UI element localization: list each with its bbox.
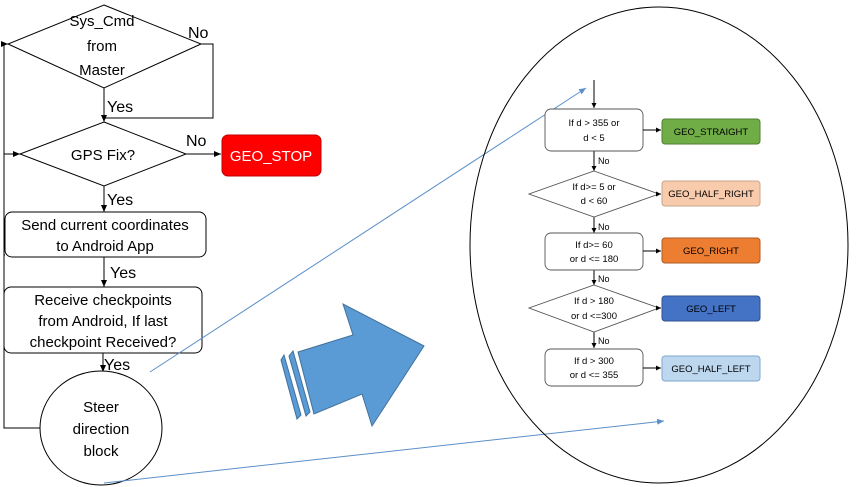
cond5-text-1: If d > 300 [574,356,614,367]
cond4-text-1: If d > 180 [574,296,614,307]
cond2-text-2: d < 60 [581,196,608,207]
no-label-r2: No [598,222,610,232]
geo-left-box [661,295,761,322]
receive-text-1: Receive checkpoints [34,292,172,309]
receive-text-3: checkpoint Received? [30,334,177,351]
geo-half-left-text: GEO_HALF_LEFT [671,364,750,375]
sys-cmd-text-2: from [87,38,117,55]
geo-half-right-text: GEO_HALF_RIGHT [668,189,754,200]
send-coords-text-1: Send current coordinates [21,217,189,234]
geo-stop-text: GEO_STOP [230,148,312,165]
steer-text-3: block [83,443,119,460]
no-label-r1: No [598,156,610,166]
gps-fix-text: GPS Fix? [71,147,135,164]
yes-label-1: Yes [107,99,133,116]
loop-back-line [1,41,40,429]
sys-cmd-text-1: Sys_Cmd [69,13,134,30]
yes-label-4: Yes [104,357,130,374]
cond3-text-2: or d <= 180 [570,254,619,265]
no-label-1: No [188,25,209,42]
sys-cmd-no-line [104,43,214,119]
condition-left-diamond [527,284,661,333]
cond1-text-2: d < 5 [583,133,604,144]
geo-straight-text: GEO_STRAIGHT [674,127,749,138]
yes-label-2: Yes [107,192,133,209]
steer-direction-circle [39,370,163,486]
send-coordinates-box [4,211,207,258]
connector-line-top [149,87,587,373]
cond3-text-1: If d>= 60 [575,240,613,251]
no-label-r4: No [598,336,610,346]
condition-straight-box [544,108,644,152]
no-label-r3: No [598,274,610,284]
cond1-text-1: If d > 355 or [569,118,620,129]
geo-right-text: GEO_RIGHT [683,246,739,257]
geo-half-left-box [661,355,761,382]
cond4-text-2: or d <=300 [571,311,617,322]
geo-straight-box [661,118,761,145]
geo-stop-box [221,134,322,177]
cond2-text-1: If d>= 5 or [572,182,615,193]
sys-cmd-text-3: Master [79,62,125,79]
steer-text-1: Steer [83,399,119,416]
geo-right-box [661,237,761,264]
big-arrow-icon [280,302,425,428]
connector-line-bottom [103,418,665,484]
zoom-ellipse [469,6,849,484]
condition-half-right-diamond [527,170,661,218]
send-coords-text-2: to Android App [56,238,154,255]
yes-label-3: Yes [110,265,136,282]
geo-left-text: GEO_LEFT [686,304,736,315]
geo-half-right-box [661,180,761,207]
receive-text-2: from Android, If last [38,313,168,330]
no-label-2: No [186,133,207,150]
cond5-text-2: or d <= 355 [570,370,619,381]
steer-text-2: direction [73,421,130,438]
